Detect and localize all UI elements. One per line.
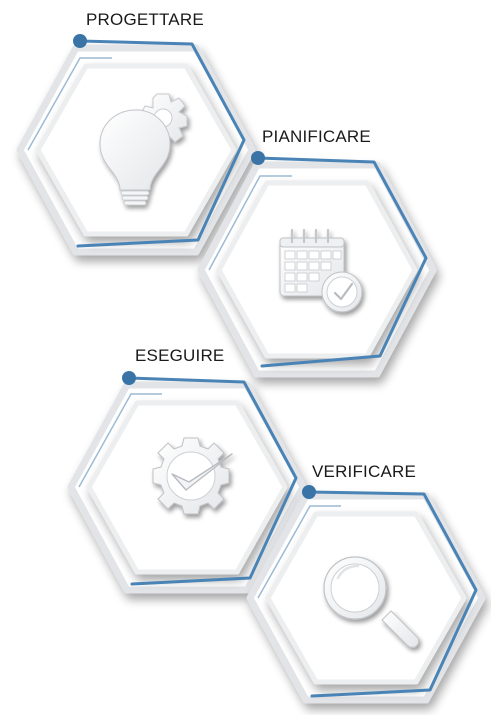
hexagon-accent-line-thin — [27, 57, 112, 151]
hexagon-accent-line-thin — [78, 393, 162, 488]
step-progettare: PROGETTARE — [16, 10, 256, 256]
step-eseguire: ESEGUIRE — [67, 346, 307, 594]
hexagon-accent-line — [307, 490, 478, 698]
step-dot — [73, 34, 87, 48]
step-verificare: VERIFICARE — [246, 462, 486, 704]
magnifier-icon — [323, 556, 420, 648]
hexagon-accent-line — [76, 39, 246, 248]
calendar-clock-icon — [279, 228, 363, 313]
step-dot — [251, 151, 265, 165]
hexagon-accent-line-thin — [208, 175, 292, 271]
step-label: ESEGUIRE — [135, 346, 224, 365]
hexagon-accent-line — [256, 156, 428, 368]
step-dot — [302, 485, 316, 499]
step-label: VERIFICARE — [312, 462, 416, 481]
hexagon-accent-line — [127, 376, 298, 586]
lightbulb-gear-icon — [99, 93, 188, 206]
gear-check-icon — [152, 437, 233, 515]
step-dot — [122, 371, 136, 385]
hexagon-accent-line-thin — [257, 505, 341, 599]
step-label: PIANIFICARE — [262, 127, 371, 146]
step-pianificare: PIANIFICARE — [197, 127, 437, 378]
step-label: PROGETTARE — [86, 10, 204, 29]
